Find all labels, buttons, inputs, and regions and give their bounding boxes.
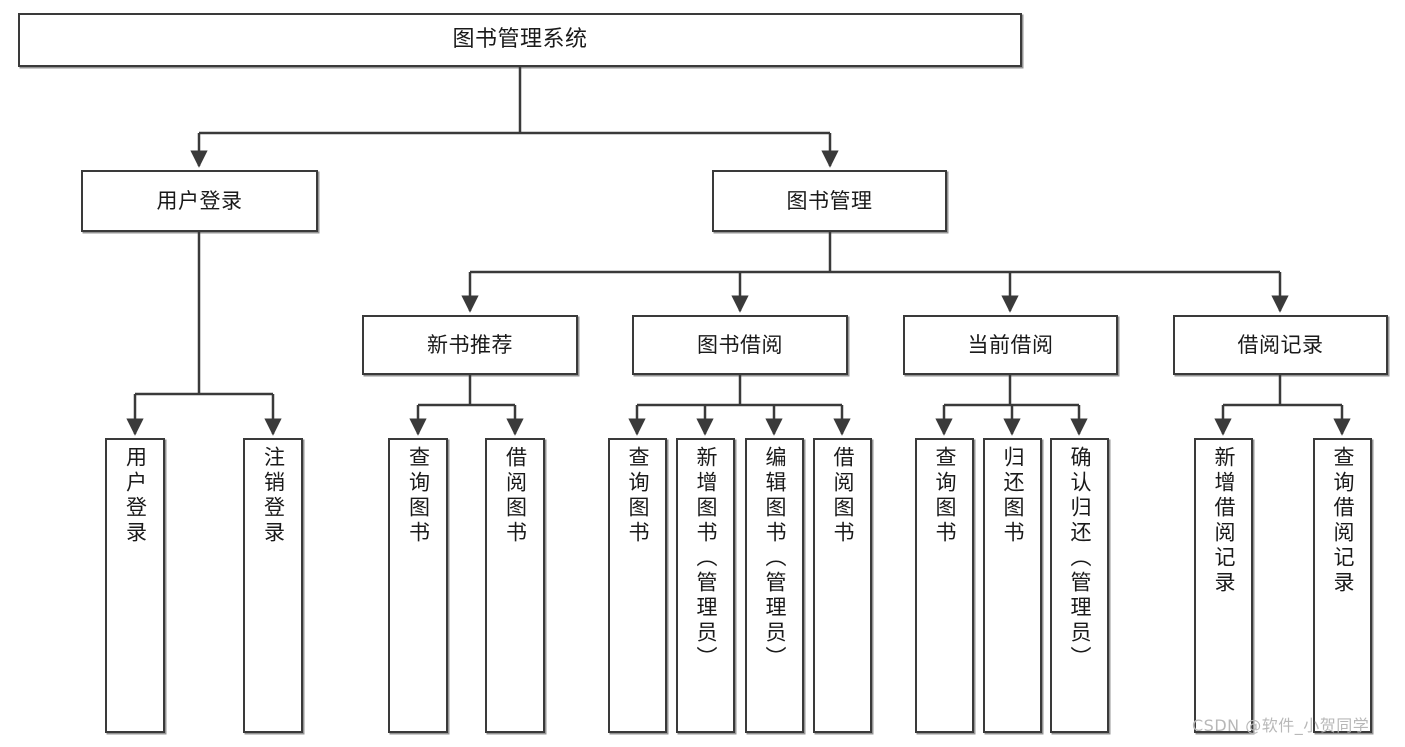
node-leaf-borrow-book-2[interactable]: 借阅图书 bbox=[813, 438, 872, 733]
node-user-login-label: 用户登录 bbox=[156, 188, 243, 213]
node-leaf-query-book-3[interactable]: 查询图书 bbox=[915, 438, 974, 733]
node-leaf-confirm-return[interactable]: 确认归还（管理员） bbox=[1050, 438, 1109, 733]
node-leaf-add-book[interactable]: 新增图书（管理员） bbox=[676, 438, 735, 733]
node-current-borrow[interactable]: 当前借阅 bbox=[903, 315, 1118, 375]
node-leaf-add-record[interactable]: 新增借阅记录 bbox=[1194, 438, 1253, 733]
node-root[interactable]: 图书管理系统 bbox=[18, 13, 1022, 67]
node-leaf-logout-label: 注销登录 bbox=[261, 446, 286, 546]
node-book-manage[interactable]: 图书管理 bbox=[712, 170, 947, 232]
node-leaf-query-book-1[interactable]: 查询图书 bbox=[388, 438, 448, 733]
node-leaf-borrow-book-1[interactable]: 借阅图书 bbox=[485, 438, 545, 733]
node-new-book-rec[interactable]: 新书推荐 bbox=[362, 315, 578, 375]
node-book-manage-label: 图书管理 bbox=[786, 188, 873, 213]
node-leaf-query-book-2[interactable]: 查询图书 bbox=[608, 438, 667, 733]
node-book-borrow[interactable]: 图书借阅 bbox=[632, 315, 848, 375]
node-leaf-borrow-book-1-label: 借阅图书 bbox=[503, 446, 528, 546]
node-new-book-rec-label: 新书推荐 bbox=[427, 332, 513, 357]
node-book-borrow-label: 图书借阅 bbox=[697, 332, 783, 357]
node-leaf-return-book[interactable]: 归还图书 bbox=[983, 438, 1042, 733]
node-leaf-return-book-label: 归还图书 bbox=[1001, 446, 1025, 546]
node-leaf-query-book-2-label: 查询图书 bbox=[626, 446, 650, 546]
node-root-label: 图书管理系统 bbox=[452, 26, 588, 52]
node-current-borrow-label: 当前借阅 bbox=[967, 332, 1054, 357]
node-leaf-user-login-label: 用户登录 bbox=[123, 446, 148, 546]
node-leaf-logout[interactable]: 注销登录 bbox=[243, 438, 303, 733]
watermark-csdn: CSDN @软件_小贺同学 bbox=[1192, 716, 1370, 735]
node-leaf-edit-book-label: 编辑图书（管理员） bbox=[763, 446, 787, 671]
node-leaf-user-login[interactable]: 用户登录 bbox=[105, 438, 165, 733]
node-borrow-record-label: 借阅记录 bbox=[1237, 332, 1324, 357]
node-leaf-query-book-3-label: 查询图书 bbox=[933, 446, 957, 546]
node-leaf-borrow-book-2-label: 借阅图书 bbox=[831, 446, 855, 546]
node-leaf-query-record[interactable]: 查询借阅记录 bbox=[1313, 438, 1372, 733]
node-leaf-confirm-return-label: 确认归还（管理员） bbox=[1068, 446, 1092, 671]
node-leaf-query-record-label: 查询借阅记录 bbox=[1331, 446, 1355, 596]
node-leaf-edit-book[interactable]: 编辑图书（管理员） bbox=[745, 438, 804, 733]
node-user-login[interactable]: 用户登录 bbox=[81, 170, 318, 232]
node-leaf-query-book-1-label: 查询图书 bbox=[406, 446, 431, 546]
node-borrow-record[interactable]: 借阅记录 bbox=[1173, 315, 1388, 375]
node-leaf-add-record-label: 新增借阅记录 bbox=[1212, 446, 1236, 596]
node-leaf-add-book-label: 新增图书（管理员） bbox=[694, 446, 718, 671]
